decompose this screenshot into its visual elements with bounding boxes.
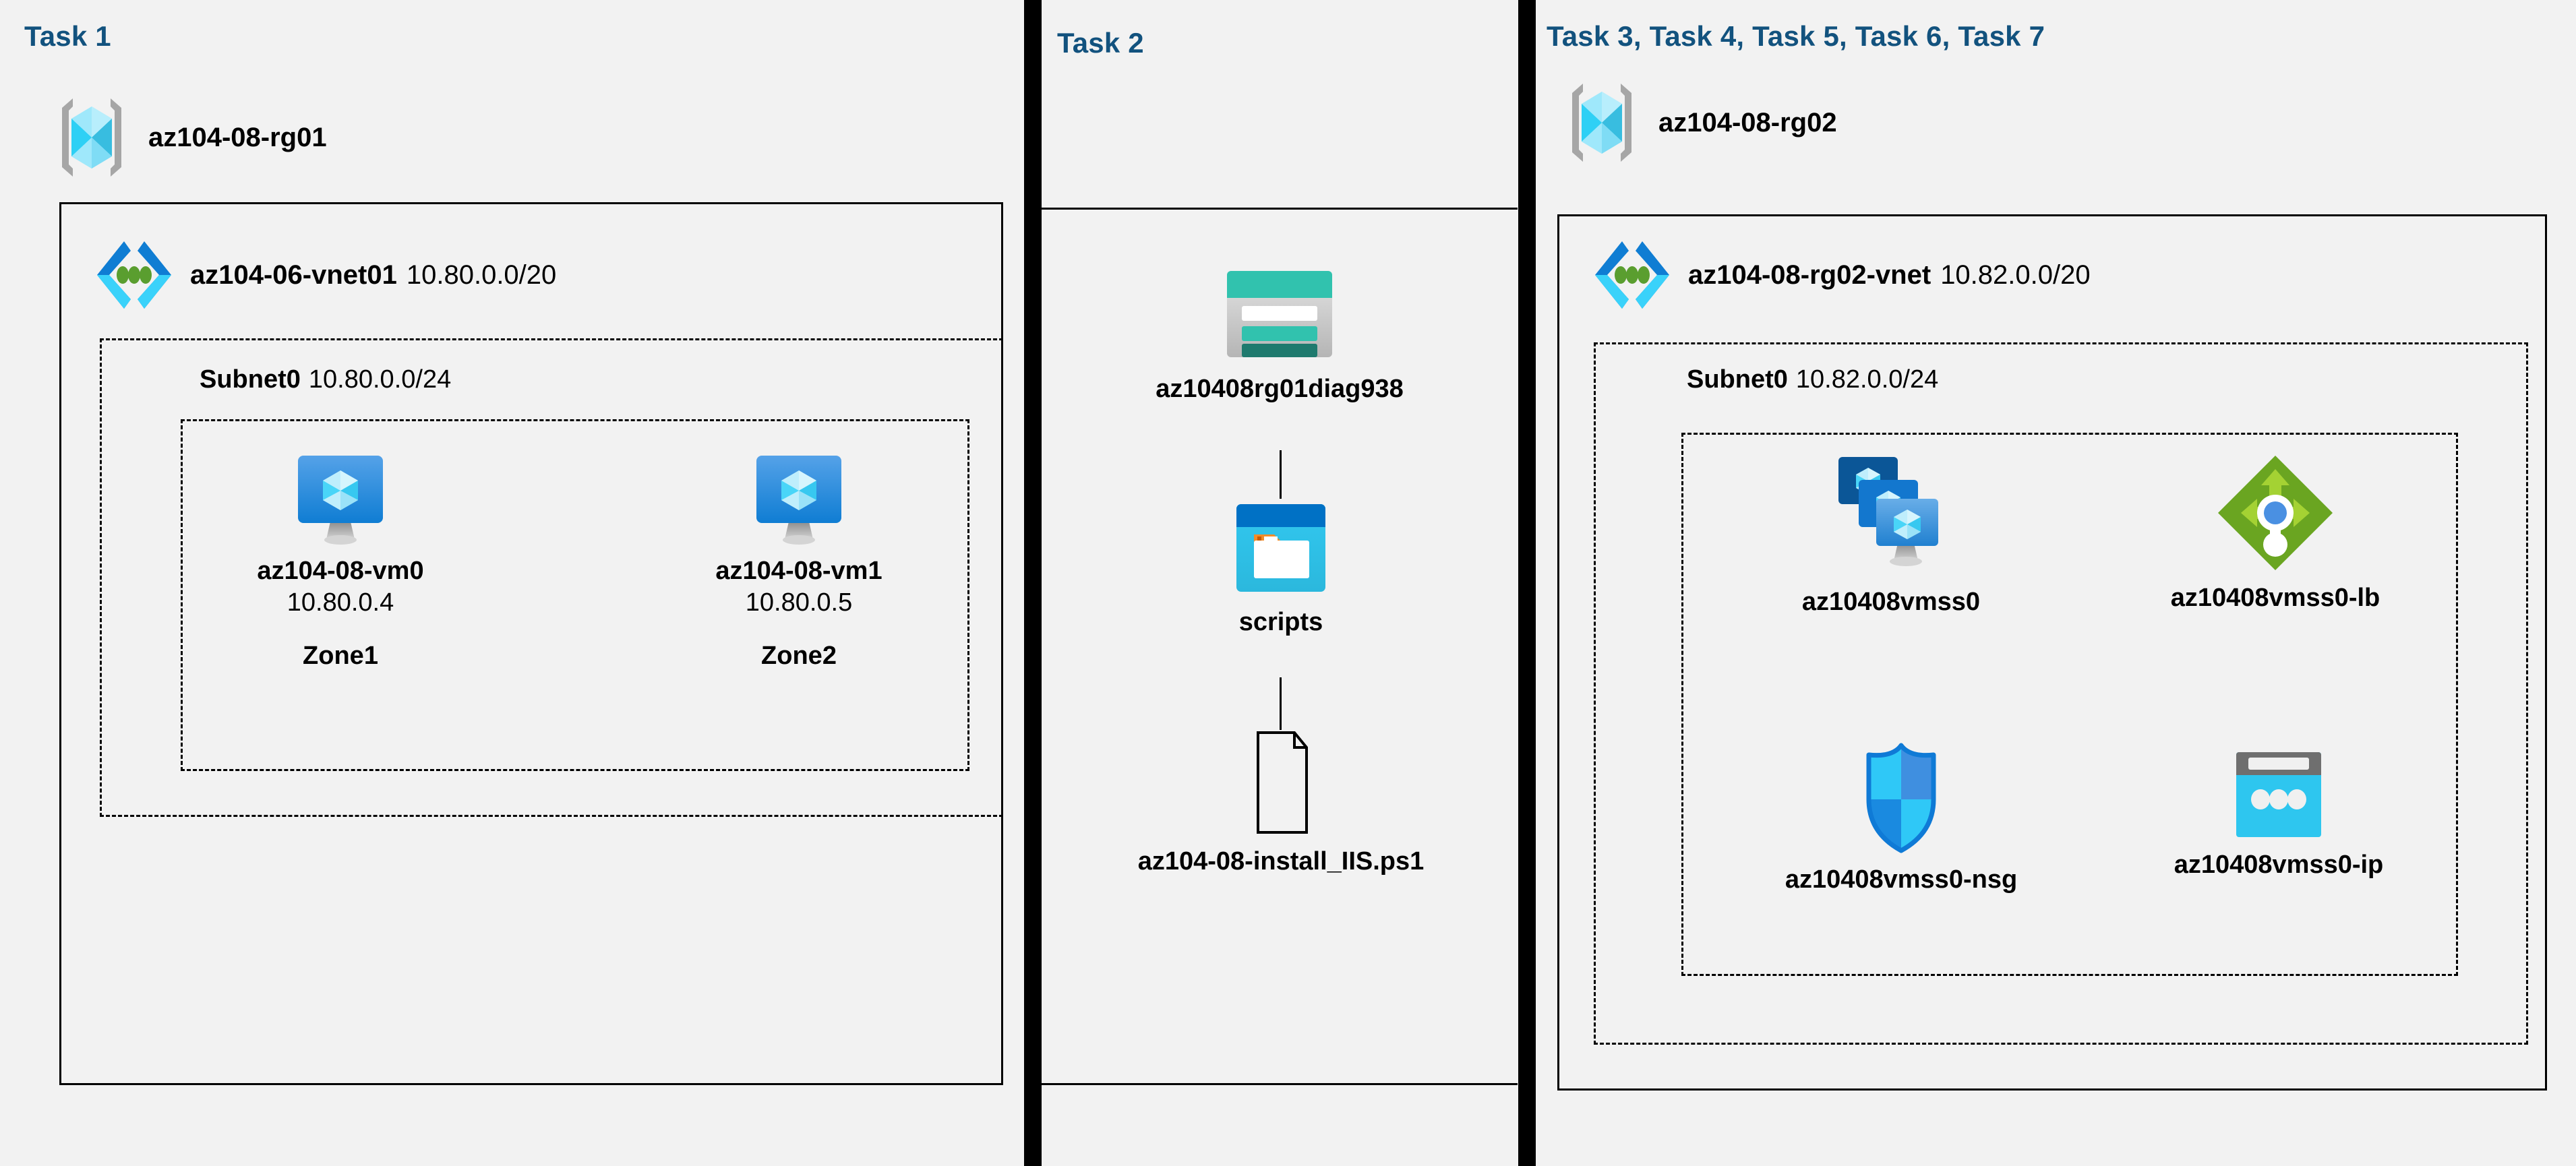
virtual-network-icon: [94, 237, 174, 313]
column-divider-2: [1518, 0, 1536, 1166]
task2-storage-account-name: az10408rg01diag938: [1156, 375, 1404, 403]
task1-vnet-box: [59, 202, 1003, 1085]
task1-subnet-name: Subnet0: [200, 365, 301, 394]
task3-nsg-node[interactable]: az10408vmss0-nsg: [1766, 741, 2036, 894]
task3-vmss-name: az10408vmss0: [1801, 588, 1981, 616]
task2-blob-container-name: scripts: [1238, 608, 1323, 636]
task3-resource-group-inner-box: [1681, 433, 2458, 976]
task1-vnet-name: az104-06-vnet01: [190, 259, 397, 290]
column-divider-1: [1024, 0, 1042, 1166]
task1-subnet-box: [100, 338, 1003, 817]
task1-vm0-ip: 10.80.0.4: [287, 588, 394, 617]
virtual-network-icon: [1592, 237, 1672, 313]
task-3-title: Task 3, Task 4, Task 5, Task 6, Task 7: [1547, 20, 2045, 52]
public-ip-address-icon: [2231, 748, 2327, 841]
task2-blob-container-node[interactable]: scripts: [1146, 499, 1416, 637]
task1-vm0-node[interactable]: az104-08-vm0 10.80.0.4 Zone1: [222, 453, 458, 671]
task3-load-balancer-node[interactable]: az10408vmss0-lb: [2130, 452, 2420, 613]
task3-resource-group-name: az104-08-rg02: [1658, 107, 1837, 137]
virtual-machine-icon: [290, 453, 391, 547]
storage-account-icon: [1219, 263, 1340, 365]
task-1-title: Task 1: [24, 20, 111, 52]
script-file-icon: [1239, 730, 1323, 838]
task2-connector-2: [1280, 677, 1282, 730]
task2-script-file-name: az104-08-install_IIS.ps1: [1137, 847, 1425, 876]
task3-load-balancer-name: az10408vmss0-lb: [2170, 584, 2380, 612]
task3-public-ip-name: az10408vmss0-ip: [2174, 851, 2384, 879]
blob-container-icon: [1230, 499, 1332, 599]
resource-group-icon: [1563, 80, 1641, 166]
network-security-group-icon: [1857, 741, 1946, 856]
task3-public-ip-node[interactable]: az10408vmss0-ip: [2144, 748, 2414, 880]
virtual-machine-icon: [748, 453, 849, 547]
load-balancer-icon: [2214, 452, 2337, 574]
task1-vm0-name: az104-08-vm0: [257, 557, 424, 585]
task1-vm1-node[interactable]: az104-08-vm1 10.80.0.5 Zone2: [681, 453, 917, 671]
task2-connector-1: [1280, 450, 1282, 499]
vm-scale-set-icon: [1824, 452, 1958, 578]
task2-storage-account-node[interactable]: az10408rg01diag938: [1106, 263, 1454, 404]
task1-vnet-header: az104-06-vnet01 10.80.0.0/20: [94, 237, 556, 313]
task1-vm1-zone: Zone2: [761, 642, 837, 670]
task3-vnet-cidr: 10.82.0.0/20: [1940, 259, 2091, 290]
task3-subnet-box: [1594, 342, 2528, 1045]
task1-vnet-cidr: 10.80.0.0/20: [406, 259, 557, 290]
task1-vm1-ip: 10.80.0.5: [745, 588, 853, 617]
task1-vm1-name: az104-08-vm1: [715, 557, 882, 585]
task3-subnet-cidr: 10.82.0.0/24: [1795, 365, 1939, 394]
task3-subnet-name: Subnet0: [1687, 365, 1788, 394]
task3-nsg-name: az10408vmss0-nsg: [1785, 865, 2018, 894]
task1-subnet-cidr: 10.80.0.0/24: [308, 365, 452, 394]
task-2-title: Task 2: [1057, 27, 1144, 59]
task1-resource-group-header: az104-08-rg01: [53, 94, 327, 181]
task3-vmss-node[interactable]: az10408vmss0: [1746, 452, 2036, 617]
task1-resource-group-name: az104-08-rg01: [148, 122, 327, 152]
task3-vnet-box: [1557, 214, 2547, 1091]
task2-script-file-node[interactable]: az104-08-install_IIS.ps1: [1072, 730, 1490, 876]
resource-group-icon: [53, 94, 131, 181]
task1-vm0-zone: Zone1: [303, 642, 378, 670]
task3-resource-group-header: az104-08-rg02: [1563, 80, 1837, 166]
task1-vm-group-box: [181, 419, 969, 771]
task3-vnet-header: az104-08-rg02-vnet 10.82.0.0/20: [1592, 237, 2091, 313]
task3-vnet-name: az104-08-rg02-vnet: [1688, 259, 1931, 290]
